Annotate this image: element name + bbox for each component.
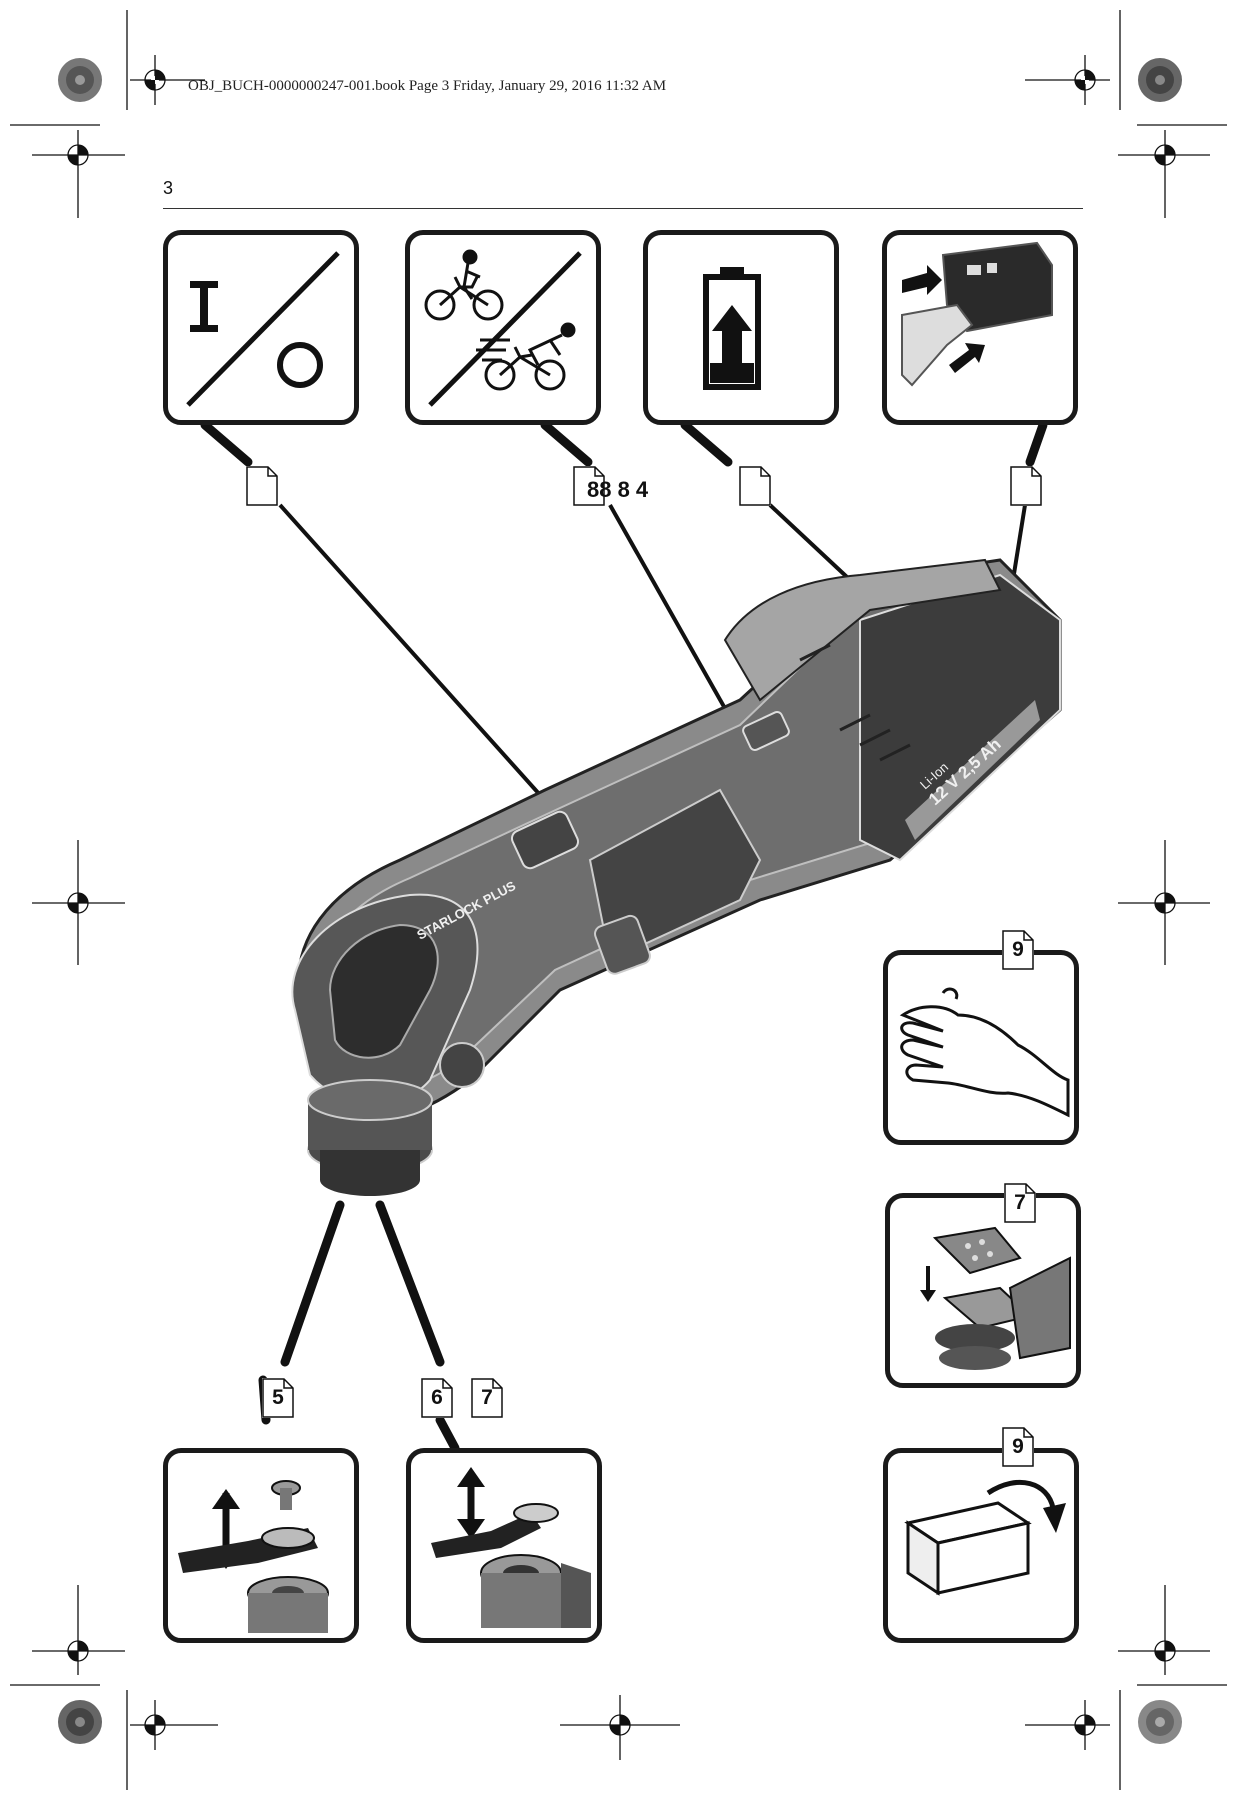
hand-icon [899, 987, 1070, 1118]
blade-alt-tag-a: 6 [421, 1378, 453, 1418]
panel-on-off [163, 230, 359, 425]
blade-alt-tag-b: 7 [471, 1378, 503, 1418]
blade-alt-number-b: 7 [481, 1386, 493, 1409]
storage-box-icon [904, 1479, 1066, 1596]
blade-alt-number-a: 6 [431, 1386, 443, 1409]
page-ref-tag-1 [246, 466, 278, 506]
box-panel-number: 9 [1012, 1435, 1024, 1458]
color-dial-top-right [1138, 58, 1182, 102]
color-dial-bottom-right [1138, 1700, 1182, 1744]
header-rule [163, 208, 1083, 209]
hand-panel-tag: 9 [1002, 930, 1034, 970]
multitool-body [291, 558, 1062, 1196]
blade-attach-tag: 5 [262, 1378, 294, 1418]
blade-quick-change-icon [431, 1467, 591, 1628]
blade-attach-icon [178, 1480, 329, 1633]
panel-storage-box [883, 1448, 1079, 1643]
panel-sanding-plate [885, 1193, 1081, 1388]
color-dial-bottom-left [58, 1700, 102, 1744]
page-ref-tag-3 [739, 466, 771, 506]
sanding-panel-tag: 7 [1004, 1183, 1036, 1223]
color-dial-top-left [58, 58, 102, 102]
print-slug-line: OBJ_BUCH-0000000247-001.book Page 3 Frid… [188, 78, 667, 94]
panel-blade-attach-alt [406, 1448, 602, 1643]
panel-blade-attach [163, 1448, 359, 1643]
panel-battery-charge [643, 230, 839, 425]
page-ref-tag-speed [573, 466, 605, 506]
speed-callout-label: 88 8 4 [587, 477, 649, 502]
cyclist-speed-icon [424, 249, 582, 407]
page-ref-tag-4 [1010, 466, 1042, 506]
hand-panel-number: 9 [1012, 938, 1024, 961]
blade-attach-number: 5 [272, 1386, 284, 1409]
sanding-plate-icon [920, 1226, 1071, 1370]
page-number: 3 [163, 178, 174, 198]
battery-removal-icon [901, 241, 1053, 387]
panel-speed [405, 230, 601, 425]
panel-battery-removal [882, 230, 1078, 425]
panel-hand [883, 950, 1079, 1145]
sanding-panel-number: 7 [1014, 1191, 1026, 1214]
box-panel-tag: 9 [1002, 1427, 1034, 1467]
on-off-switch-icon [186, 251, 340, 407]
battery-charge-icon [703, 267, 761, 390]
